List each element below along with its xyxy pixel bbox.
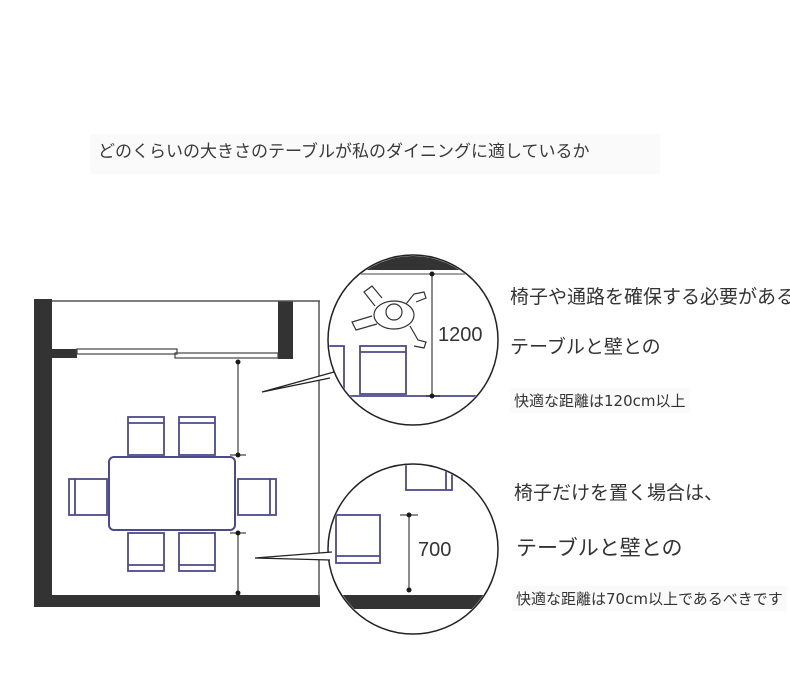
- dimension-label-bottom: 700: [418, 539, 451, 561]
- sliding-window: [76, 348, 279, 359]
- top-text-line2: テーブルと壁との: [510, 336, 661, 358]
- plan-dimension-top: [230, 359, 246, 458]
- chair: [127, 416, 165, 456]
- person-figure: [351, 285, 427, 349]
- wall-band: [329, 595, 497, 609]
- chair: [68, 478, 108, 516]
- dining-table: [108, 456, 236, 531]
- bottom-text-line1: 椅子だけを置く場合は、: [514, 482, 724, 504]
- left-wall-stub: [52, 349, 77, 358]
- chair: [237, 478, 277, 516]
- right-wall-segment: [278, 301, 293, 359]
- plan-dimension-bottom: [230, 530, 246, 596]
- chair: [178, 532, 216, 572]
- headline: どのくらいの大きさのテーブルが私のダイニングに適しているか: [90, 134, 660, 174]
- bottom-text-note: 快適な距離は70cm以上であるべきです: [512, 586, 787, 611]
- wall-band: [329, 256, 497, 270]
- chair: [178, 416, 216, 456]
- left-wall: [34, 299, 52, 607]
- callout-bubble-bottom: 700: [254, 463, 499, 635]
- bottom-text-line2: テーブルと壁との: [516, 536, 683, 560]
- dimension-label-top: 1200: [438, 324, 483, 346]
- dining-set: [68, 416, 277, 572]
- chair: [127, 532, 165, 572]
- callout-bubble-top: 1200: [261, 254, 499, 426]
- top-text-note: 快適な距離は120cm以上: [510, 388, 690, 413]
- room-plan: [34, 299, 320, 607]
- bottom-wall: [34, 595, 320, 607]
- top-text-line1: 椅子や通路を確保する必要がある: [510, 286, 790, 308]
